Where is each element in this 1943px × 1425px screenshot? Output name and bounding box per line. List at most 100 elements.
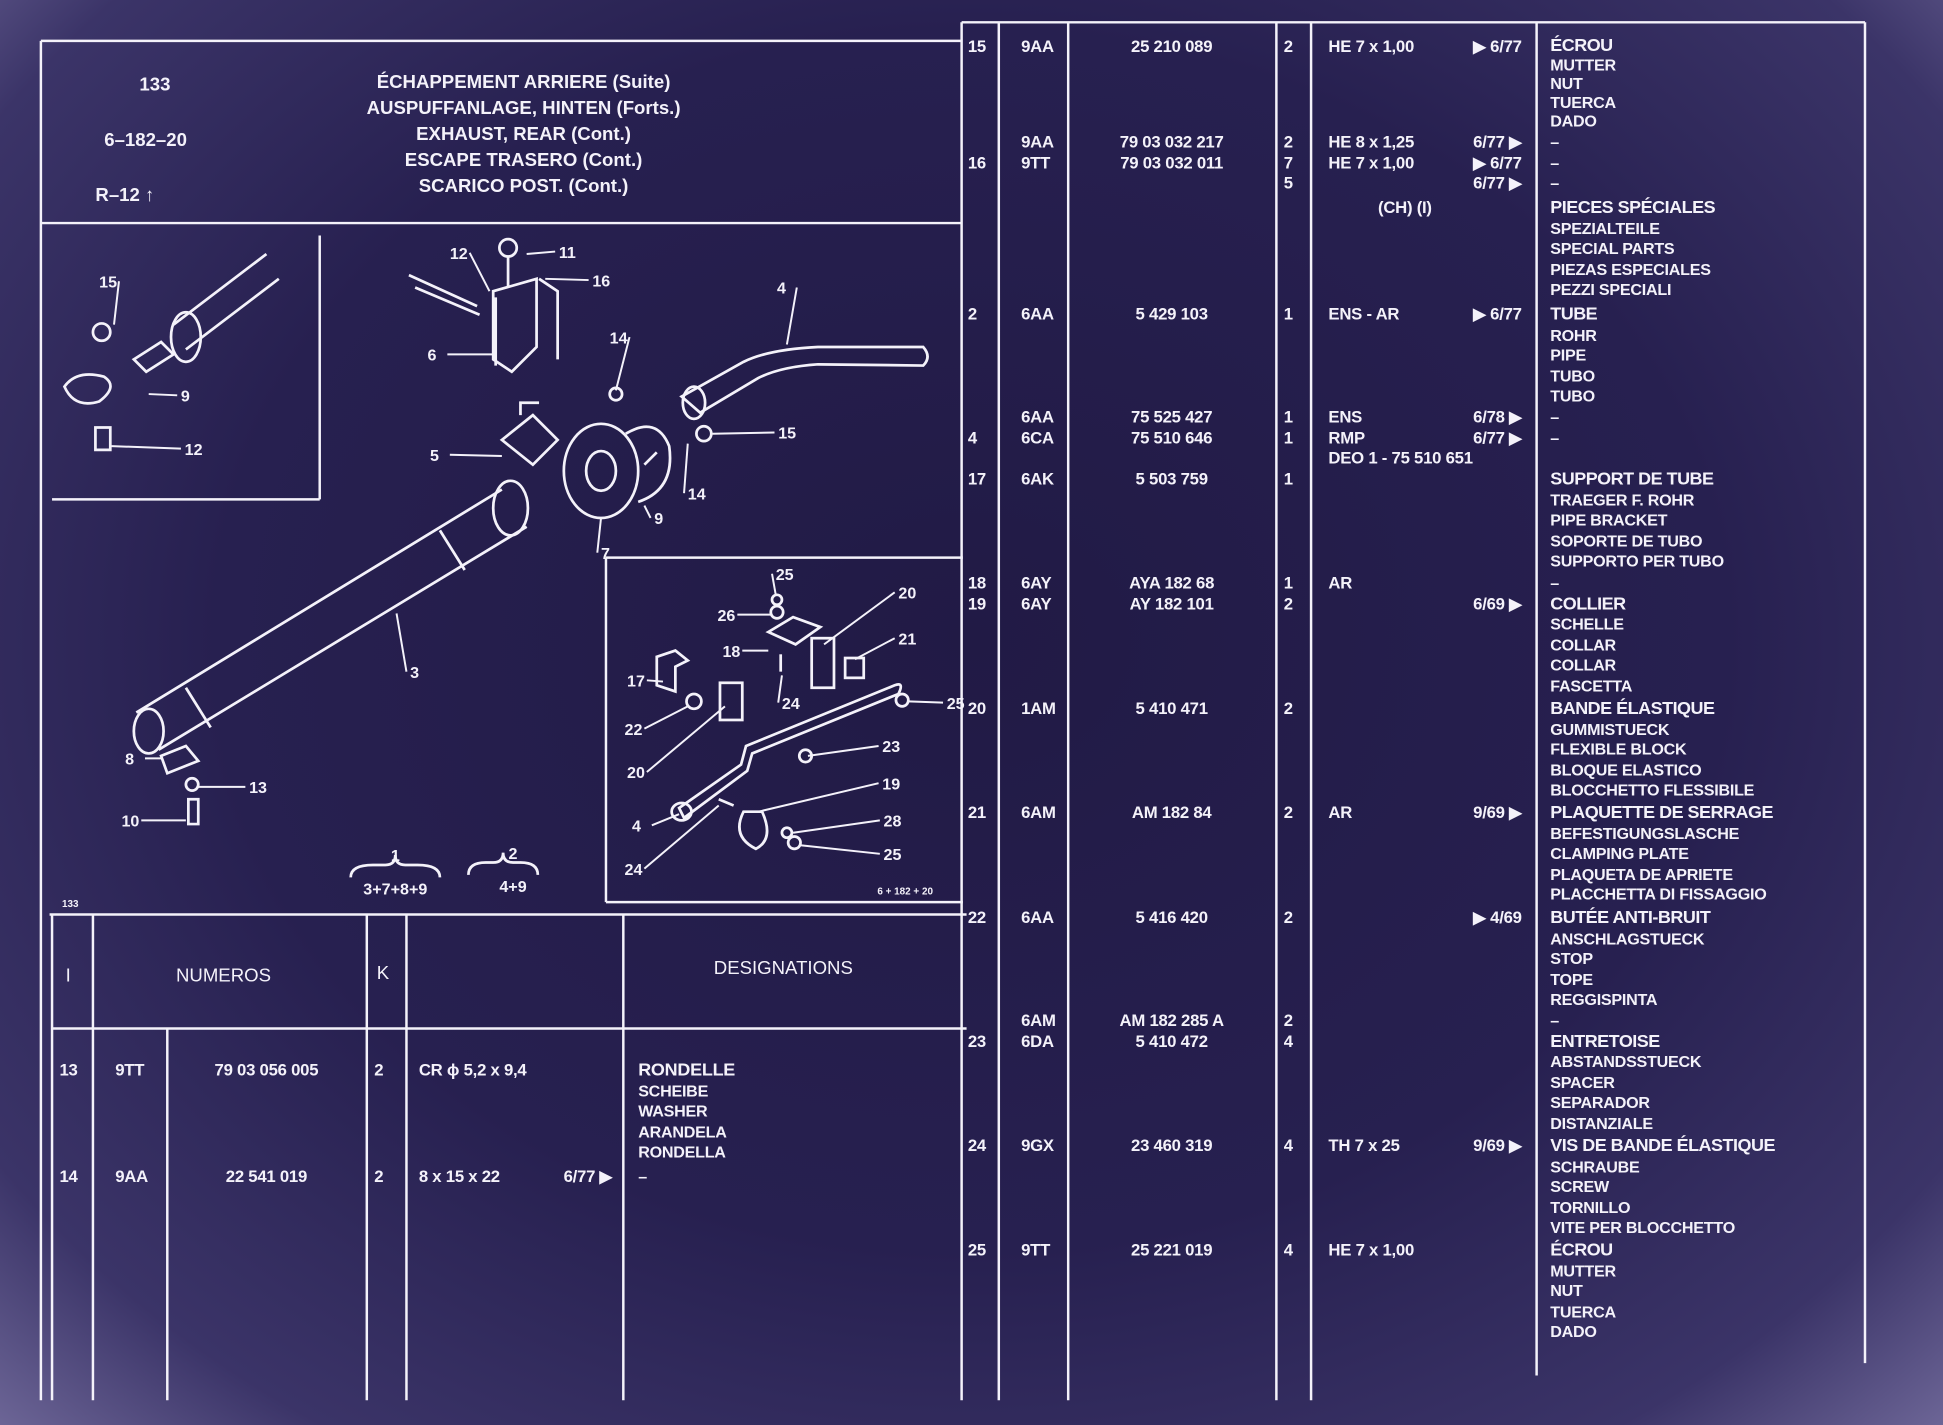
item-ref: 24 [968, 1136, 998, 1156]
collar-clamp [625, 425, 672, 504]
stop [685, 692, 703, 711]
quantity-line: 2 [1283, 37, 1293, 56]
part-code: 9TT [1021, 1240, 1050, 1260]
part-number: 23 460 319 [1076, 1136, 1268, 1156]
quantity-line: 2 [1283, 132, 1293, 152]
specification-line: HE 7 x 1,00 [1328, 37, 1415, 56]
quantity: 1 [1284, 305, 1293, 325]
callout-leader [777, 675, 783, 703]
quantity-line: 4 [1283, 1031, 1293, 1051]
designation-line: SCHELLE [1550, 614, 1624, 634]
column-header-k: K [376, 962, 390, 984]
designation-line: SEPARADOR [1550, 1092, 1650, 1112]
designation-line: SCREW [1550, 1177, 1609, 1196]
specification-line: ENS - AR [1328, 304, 1400, 324]
inset-collar [62, 373, 112, 405]
designation-line: BLOQUE ELASTICO [1550, 760, 1702, 779]
designation-line: SUPPORTO PER TUBO [1550, 551, 1724, 571]
inset-clamp [131, 340, 176, 374]
inset-pipe-end [172, 252, 280, 351]
designation-line: VITE PER BLOCCHETTO [1550, 1218, 1735, 1237]
date-range: 6/77 ▶ [563, 1167, 613, 1186]
date-range-line: ▶ 4/69 [1473, 908, 1522, 927]
designation-line: WASHER [638, 1101, 708, 1121]
designation-line: ÉCROU [1550, 35, 1613, 56]
designation-line: PIECES SPÉCIALES [1550, 198, 1716, 219]
designation-line: ARANDELA [638, 1122, 727, 1141]
callout-number: 4 [632, 818, 641, 836]
callout-leader [596, 517, 602, 553]
arrow-up-icon: ↑ [145, 184, 155, 206]
part-number-line: 5 410 471 [1135, 698, 1208, 718]
clamp-plate [765, 615, 824, 646]
callout-number: 3 [410, 664, 419, 682]
model-label: R–12 ↑ [95, 182, 154, 208]
part-number-line: 5 503 759 [1135, 469, 1208, 489]
part-code-line: 6AA [1021, 407, 1054, 427]
callout-number: 26 [717, 607, 735, 625]
designation-line: TOPE [1550, 969, 1593, 989]
designation-line: PEZZI SPECIALI [1550, 280, 1672, 299]
part-number-line: AM 182 285 A [1119, 1011, 1225, 1030]
callout-number: 12 [450, 245, 468, 263]
part-number: 5 429 103 [1076, 305, 1268, 325]
group-items: 3+7+8+9 [363, 881, 427, 899]
designation-line: ÉCROU [1550, 1240, 1613, 1261]
designation-line: ROHR [1550, 325, 1597, 344]
callout-number: 9 [654, 510, 663, 528]
plate-reference: 6 + 182 + 20 [877, 887, 933, 898]
part-code: 6AM [1021, 803, 1056, 823]
designation-line: DISTANZIALE [1550, 1113, 1653, 1133]
quantity-line: 2 [1283, 803, 1293, 822]
designation-line: TUERCA [1550, 1301, 1616, 1321]
callout-leader [785, 287, 798, 345]
callout-leader [792, 819, 880, 834]
designation-line: VIS DE BANDE ÉLASTIQUE [1550, 1136, 1775, 1157]
designation-line: – [1550, 428, 1559, 447]
designation-line: GUMMISTUECK [1550, 719, 1670, 738]
column-header-numbers: NUMEROS [175, 965, 271, 987]
part-code-line: 6AM [1021, 803, 1056, 822]
callout-number: 13 [249, 779, 267, 797]
part-number-line: 79 03 032 217 [1119, 132, 1224, 152]
date-range: 9/69 ▶ [1437, 803, 1522, 823]
part-code: 6AA [1021, 908, 1054, 928]
date-range: 6/78 ▶6/77 ▶ [1437, 408, 1522, 449]
part-code: 1AM [1021, 699, 1056, 719]
designation-line: COLLIER [1550, 594, 1626, 615]
part-code-line: 6AY [1021, 594, 1052, 613]
washer [184, 776, 200, 792]
date-range-line: ▶ 6/77 [1473, 304, 1522, 324]
item-ref: 17 [968, 470, 998, 490]
washer [770, 593, 784, 607]
part-number-line: 25 221 019 [1131, 1240, 1213, 1260]
pipe-bracket [491, 277, 560, 374]
designation-line: PIPE [1550, 345, 1586, 365]
callout-leader [771, 573, 777, 595]
callout-leader [646, 705, 726, 773]
nut [695, 424, 713, 443]
designation-line: SCHRAUBE [1550, 1156, 1640, 1176]
item-ref-line: 16 [967, 153, 986, 172]
part-number-line: 25 210 089 [1131, 37, 1213, 56]
quantity-line: 1 [1283, 304, 1293, 324]
designation-line: BLOCCHETTO FLESSIBILE [1550, 780, 1755, 800]
clamp [159, 744, 201, 776]
callout-leader [148, 393, 178, 397]
callout-leader [526, 250, 556, 256]
date-range-line: 6/77 ▶ [1473, 428, 1522, 447]
bracket [655, 649, 691, 694]
callout-number: 20 [627, 764, 645, 782]
designation-line: ENTRETOISE [1550, 1031, 1660, 1052]
designation-line: PIPE BRACKET [1550, 510, 1668, 530]
date-range-line [1437, 574, 1521, 594]
specification: ENS - AR [1328, 305, 1399, 325]
part-code-line: 9GX [1021, 1136, 1054, 1155]
callout-leader [449, 453, 502, 458]
designation-line: COLLAR [1550, 655, 1616, 675]
part-code-line: 6AA [1021, 304, 1054, 324]
designation-line: PLAQUETA DE APRIETE [1550, 864, 1733, 883]
